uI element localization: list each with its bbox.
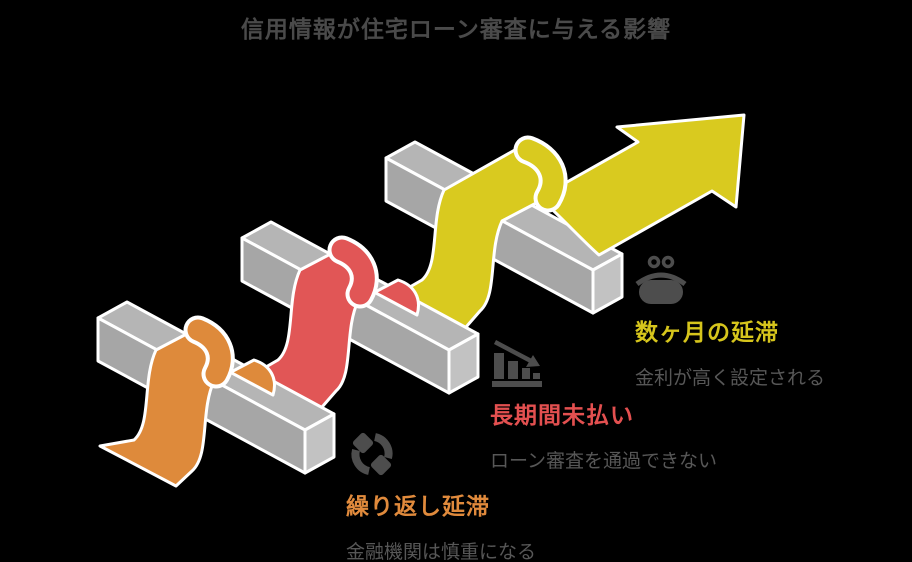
desc-months-delinquency: 金利が高く設定される (635, 367, 826, 389)
yellow-ribbon-fold (517, 139, 564, 209)
group-repeated-delinquency: 繰り返し延滞 金融機関は慎重になる (346, 487, 536, 562)
bar3-end-face (591, 252, 624, 315)
declining-chart-icon (492, 340, 542, 387)
group-longterm-nonpayment: 長期間未払い ローン審査を通過できない (490, 396, 717, 473)
red-ribbon-fold (331, 239, 375, 305)
heading-months-delinquency: 数ヶ月の延滞 (635, 320, 779, 346)
group-months-delinquency: 数ヶ月の延滞 金利が高く設定される (635, 313, 825, 390)
bar1-end-face (303, 412, 336, 475)
heading-longterm-nonpayment: 長期間未払い (490, 403, 634, 429)
desc-longterm-nonpayment: ローン審査を通過できない (490, 450, 718, 472)
desc-repeated-delinquency: 金融機関は慎重になる (346, 541, 537, 562)
heading-repeated-delinquency: 繰り返し延滞 (346, 494, 490, 520)
yellow-ribbon-arrow (368, 113, 746, 352)
coin-purse-icon (635, 255, 687, 304)
page-title: 信用情報が住宅ローン審査に与える影響 (240, 17, 672, 43)
repeat-arrows-icon (351, 432, 393, 476)
orange-ribbon-fold (187, 319, 231, 385)
bar2-end-face (447, 332, 480, 395)
orange-ribbon (98, 327, 276, 488)
